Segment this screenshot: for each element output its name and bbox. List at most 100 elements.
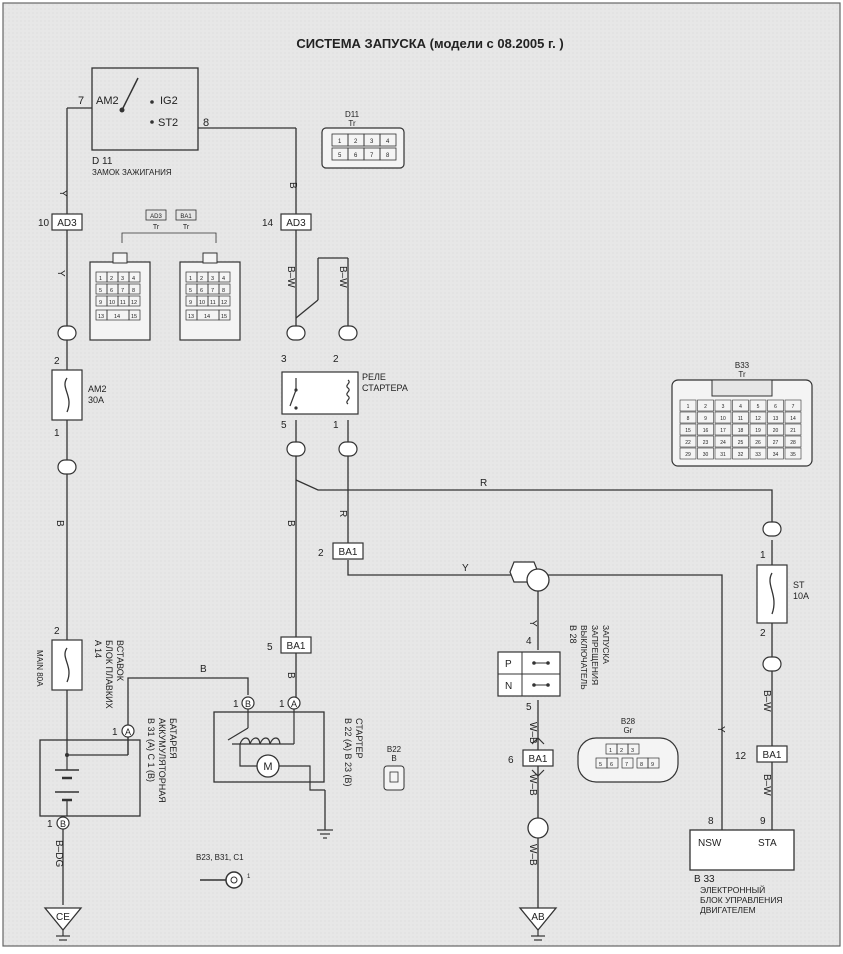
b33-cell: [697, 411, 714, 424]
b33-cell: [732, 411, 749, 424]
ignition-code: D 11: [92, 156, 113, 167]
svg-text:Y: Y: [715, 726, 726, 733]
b33-cell-label: 10: [720, 416, 726, 422]
ground-ce: CE: [43, 907, 83, 941]
ad3-right: 14 AD3: [262, 213, 312, 231]
b33-cell-label: 33: [755, 452, 761, 458]
svg-text:Y: Y: [55, 270, 66, 277]
b33-cell: [697, 435, 714, 448]
svg-text:B–W: B–W: [761, 690, 772, 712]
nsw-pin-label: NSW: [698, 838, 722, 849]
b33-cell-label: 15: [685, 428, 691, 434]
b22-connector: B22 B: [383, 745, 405, 791]
am2-pin-label: AM2: [96, 95, 119, 107]
b33-cell: [679, 423, 697, 436]
ring-terminal: B23, B31, C1 1: [196, 853, 251, 889]
svg-text:6: 6: [200, 288, 203, 294]
svg-text:6: 6: [110, 288, 113, 294]
b33-cell: [714, 423, 732, 436]
svg-text:10: 10: [38, 218, 50, 229]
b33-cell-label: 14: [790, 416, 796, 422]
svg-text:2: 2: [54, 626, 60, 637]
b33-cell-label: 3: [722, 404, 725, 410]
svg-text:5: 5: [338, 153, 342, 159]
svg-text:B 28: B 28: [568, 625, 578, 644]
svg-text:5: 5: [526, 702, 532, 713]
b33-cell-label: 4: [739, 404, 742, 410]
svg-text:B23, B31, C1: B23, B31, C1: [196, 853, 244, 862]
ig2-pin-label: IG2: [160, 95, 178, 107]
ba1-starter: 5 BA1: [267, 636, 312, 654]
svg-text:6: 6: [610, 762, 613, 768]
svg-text:B–W: B–W: [285, 266, 296, 288]
svg-text:1: 1: [279, 699, 285, 710]
ground-ab: AB: [518, 907, 558, 941]
svg-text:9: 9: [189, 300, 192, 306]
svg-text:11: 11: [120, 300, 126, 306]
svg-text:14: 14: [114, 314, 120, 320]
svg-text:БАТАРЕЯ: БАТАРЕЯ: [168, 718, 178, 759]
b33-cell: [732, 435, 749, 448]
b33-cell-label: 19: [755, 428, 761, 434]
svg-text:W–B: W–B: [527, 774, 538, 796]
svg-text:8: 8: [386, 153, 390, 159]
b33-cell: [767, 411, 784, 424]
svg-text:D11: D11: [345, 110, 360, 119]
b33-cell: [714, 411, 732, 424]
svg-text:3: 3: [121, 276, 124, 282]
st-fuse: 1 ST 10A 2: [756, 550, 809, 639]
svg-text:ДВИГАТЕЛЕМ: ДВИГАТЕЛЕМ: [700, 905, 756, 915]
starter-relay: 3 2 РЕЛЕ СТАРТЕРА 5 1: [281, 354, 408, 431]
svg-text:5: 5: [99, 288, 102, 294]
svg-text:B 33: B 33: [694, 874, 715, 885]
svg-text:B–DG: B–DG: [53, 840, 64, 867]
b33-cell: [749, 447, 767, 460]
svg-text:R: R: [337, 510, 348, 517]
svg-text:АККУМУЛЯТОРНАЯ: АККУМУЛЯТОРНАЯ: [157, 718, 167, 803]
svg-text:BA1: BA1: [339, 547, 358, 558]
svg-text:3: 3: [281, 354, 287, 365]
svg-text:W–B: W–B: [527, 844, 538, 866]
b33-cell: [767, 435, 784, 448]
svg-text:Y: Y: [527, 620, 538, 627]
svg-text:1: 1: [189, 276, 192, 282]
svg-text:B: B: [287, 182, 298, 189]
b33-cell-label: 34: [773, 452, 779, 458]
svg-text:AD3: AD3: [150, 214, 162, 220]
svg-text:8: 8: [222, 288, 225, 294]
svg-text:1: 1: [760, 550, 766, 561]
b33-cell: [732, 423, 749, 436]
svg-text:РЕЛЕ: РЕЛЕ: [362, 372, 386, 382]
svg-text:MAIN 80A: MAIN 80A: [35, 650, 44, 687]
svg-text:8: 8: [708, 816, 714, 827]
ignition-caption: ЗАМОК ЗАЖИГАНИЯ: [92, 168, 172, 177]
b33-cell-label: 9: [704, 416, 707, 422]
sta-pin-label: STA: [758, 838, 777, 849]
b33-cell-label: 7: [792, 404, 795, 410]
svg-text:14: 14: [262, 218, 274, 229]
svg-text:2: 2: [354, 139, 358, 145]
b33-cell-label: 29: [685, 452, 691, 458]
b33-cell-label: 13: [773, 416, 779, 422]
svg-text:BA1: BA1: [287, 641, 306, 652]
svg-text:CE: CE: [56, 912, 70, 923]
ba1-st: 12 BA1: [735, 745, 788, 763]
svg-text:1: 1: [333, 420, 339, 431]
b33-cell: [749, 411, 767, 424]
svg-text:14: 14: [204, 314, 210, 320]
svg-text:2: 2: [620, 748, 623, 754]
svg-text:Y: Y: [462, 563, 469, 574]
svg-text:2: 2: [318, 548, 324, 559]
svg-text:B22: B22: [387, 745, 402, 754]
b33-cell: [714, 447, 732, 460]
svg-text:B–W: B–W: [337, 266, 348, 288]
switch-n-label: N: [505, 681, 512, 692]
svg-text:4: 4: [526, 636, 532, 647]
svg-text:1: 1: [609, 748, 612, 754]
switch-p-label: P: [505, 659, 512, 670]
b33-cell-label: 17: [720, 428, 726, 434]
svg-text:ВЫКЛЮЧАТЕЛЬ: ВЫКЛЮЧАТЕЛЬ: [579, 625, 589, 690]
svg-text:Tr: Tr: [738, 370, 746, 379]
b33-cell-label: 31: [720, 452, 726, 458]
svg-text:AM2: AM2: [88, 384, 107, 394]
